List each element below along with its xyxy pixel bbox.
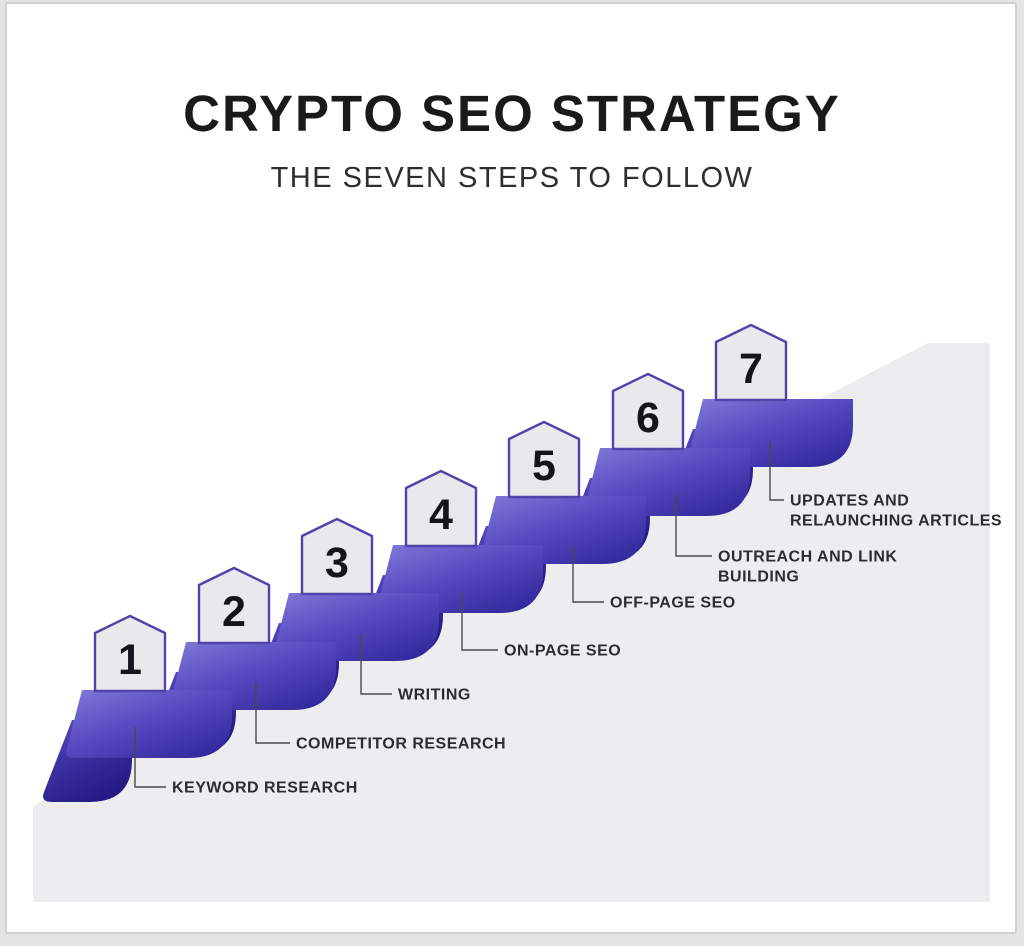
callout-step-7: UPDATES AND RELAUNCHING ARTICLES — [769, 441, 1002, 530]
callout-step-5: OFF-PAGE SEO — [572, 545, 736, 612]
callout-step-1: KEYWORD RESEARCH — [134, 727, 358, 797]
step-1-block — [66, 690, 232, 758]
step-2-connector-line — [255, 682, 290, 744]
step-3-number: 3 — [325, 539, 349, 587]
step-3-marker-pentagon — [300, 517, 374, 596]
step-6-marker-pentagon — [611, 372, 685, 451]
step-2-marker-pentagon — [197, 566, 271, 645]
step-4-marker-pentagon — [404, 469, 478, 548]
step-6-connector-line — [675, 495, 712, 557]
callout-step-6: OUTREACH AND LINK BUILDING — [675, 495, 897, 586]
step-1-label: KEYWORD RESEARCH — [172, 780, 358, 797]
step-7-label-line-1: UPDATES AND — [790, 493, 909, 510]
step-4-connector-line — [461, 592, 498, 651]
step-2-number: 2 — [222, 588, 246, 636]
callout-step-4: ON-PAGE SEO — [461, 592, 621, 660]
page-title: CRYPTO SEO STRATEGY — [183, 85, 841, 142]
step-6-label-line-1: OUTREACH AND LINK — [718, 549, 897, 566]
step-2-label: COMPETITOR RESEARCH — [296, 736, 506, 753]
step-5-number: 5 — [532, 442, 556, 490]
step-5-connector-line — [572, 545, 604, 603]
step-7-label-line-2: RELAUNCHING ARTICLES — [790, 513, 1002, 530]
step-5-label: OFF-PAGE SEO — [610, 595, 736, 612]
callout-step-2: COMPETITOR RESEARCH — [255, 682, 506, 753]
step-3-connector-line — [360, 634, 392, 695]
callout-step-3: WRITING — [360, 634, 471, 704]
step-7-connector-line — [769, 441, 784, 501]
step-6-label-line-2: BUILDING — [718, 569, 799, 586]
step-1-connector-line — [134, 727, 166, 788]
step-5-marker-pentagon — [507, 420, 581, 499]
step-group-1: 1 — [43, 614, 232, 802]
step-7-marker-pentagon — [714, 323, 788, 402]
step-4-label: ON-PAGE SEO — [504, 643, 621, 660]
step-1-number: 1 — [118, 636, 142, 684]
step-3-label: WRITING — [398, 687, 471, 704]
step-4-number: 4 — [429, 491, 453, 539]
step-1-marker-pentagon — [93, 614, 167, 693]
step-6-number: 6 — [636, 394, 660, 442]
page-subtitle: THE SEVEN STEPS TO FOLLOW — [270, 162, 754, 194]
step-7-number: 7 — [739, 345, 763, 393]
